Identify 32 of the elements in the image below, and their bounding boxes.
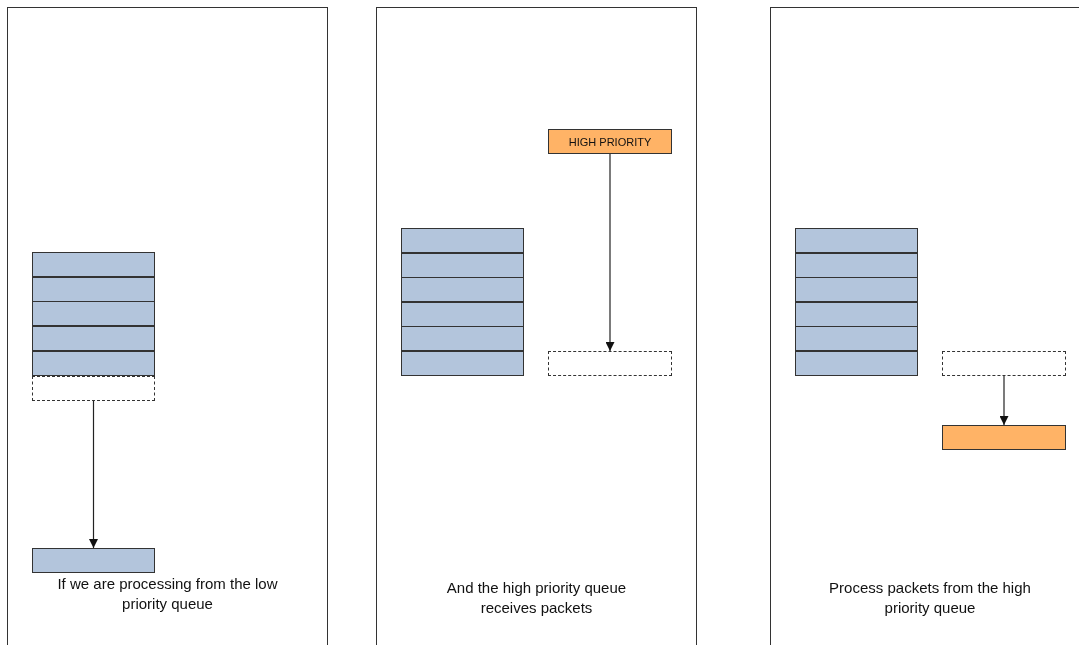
caption-text: And the high priority queue receives packets xyxy=(445,578,628,618)
queue-slot xyxy=(795,253,918,278)
queue-slot xyxy=(401,351,524,376)
queue-slot xyxy=(795,277,918,302)
queue-slot xyxy=(401,302,524,327)
queue-slot xyxy=(32,548,155,573)
empty-slot xyxy=(942,351,1066,376)
packet-box: HIGH PRIORITY xyxy=(548,129,672,154)
queue-slot xyxy=(401,253,524,278)
queue-slot xyxy=(32,326,155,351)
queue-slot xyxy=(32,252,155,277)
arrow xyxy=(89,400,98,549)
empty-slot xyxy=(548,351,672,376)
queue-slot xyxy=(401,326,524,351)
panel-frame xyxy=(770,7,1079,645)
queue-slot xyxy=(795,326,918,351)
empty-slot xyxy=(32,376,155,401)
caption-text: Process packets from the high priority queue xyxy=(828,578,1032,618)
panel-frame xyxy=(7,7,328,645)
queue-slot xyxy=(401,277,524,302)
arrow xyxy=(605,153,615,352)
queue-slot xyxy=(795,302,918,327)
caption-text: If we are processing from the low priority queue xyxy=(56,574,279,614)
queue-slot xyxy=(795,351,918,376)
packet-box xyxy=(942,425,1066,450)
queue-slot xyxy=(32,351,155,376)
queue-slot xyxy=(32,277,155,302)
queue-slot xyxy=(401,228,524,253)
queue-slot xyxy=(32,301,155,326)
queue-slot xyxy=(795,228,918,253)
panel-frame xyxy=(376,7,697,645)
arrow xyxy=(999,375,1009,426)
